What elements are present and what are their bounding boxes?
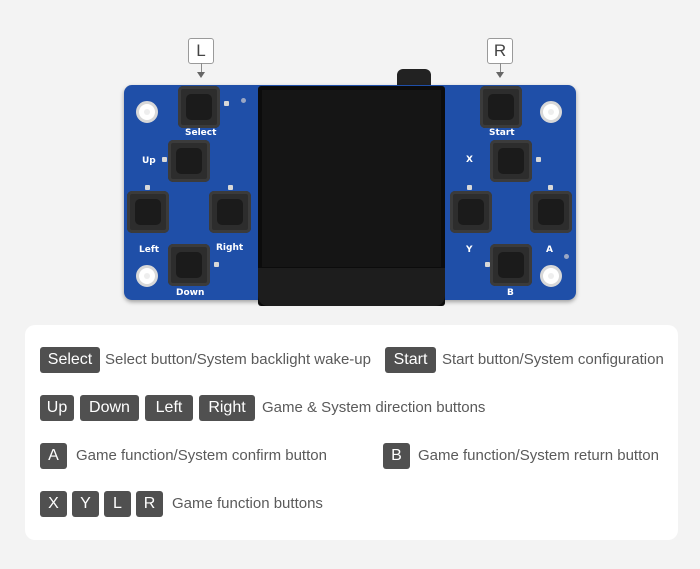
- button-pin: [214, 262, 219, 267]
- start-button: [480, 86, 522, 128]
- up-key-badge: Up: [40, 395, 74, 421]
- down-key-badge: Down: [80, 395, 139, 421]
- callout-r-line: [500, 63, 501, 73]
- button-pin: [224, 101, 229, 106]
- select-description: Select button/System backlight wake-up: [105, 351, 371, 368]
- callout-l: L: [188, 38, 214, 64]
- select-key-badge: Select: [40, 347, 100, 373]
- callout-r-arrow: [496, 72, 504, 78]
- start-key-badge: Start: [385, 347, 436, 373]
- start-description: Start button/System configuration: [442, 351, 664, 368]
- r-key-badge: R: [136, 491, 163, 517]
- function-description: Game function buttons: [172, 495, 323, 512]
- right-button: [209, 191, 251, 233]
- left-key-badge: Left: [145, 395, 193, 421]
- silk-down: Down: [176, 288, 205, 298]
- a-button: [530, 191, 572, 233]
- a-key-badge: A: [40, 443, 67, 469]
- silk-b: B: [507, 288, 514, 298]
- silk-x: X: [466, 155, 473, 165]
- b-key-badge: B: [383, 443, 410, 469]
- callout-r: R: [487, 38, 513, 64]
- button-pin: [548, 185, 553, 190]
- silk-select: Select: [185, 128, 217, 138]
- x-button: [490, 140, 532, 182]
- button-pin: [467, 185, 472, 190]
- b-button: [490, 244, 532, 286]
- right-key-badge: Right: [199, 395, 255, 421]
- y-button: [450, 191, 492, 233]
- b-description: Game function/System return button: [418, 447, 659, 464]
- board-led: [241, 98, 246, 103]
- button-pin: [228, 185, 233, 190]
- x-key-badge: X: [40, 491, 67, 517]
- lcd-flex-cable: [258, 268, 445, 306]
- button-pin: [162, 157, 167, 162]
- silk-right: Right: [216, 243, 244, 253]
- button-pin: [536, 157, 541, 162]
- button-pin: [485, 262, 490, 267]
- silk-a: A: [546, 245, 553, 255]
- direction-description: Game & System direction buttons: [262, 399, 486, 416]
- mount-hole-bl: [136, 265, 158, 287]
- select-button: [178, 86, 220, 128]
- lcd-screen: [262, 90, 441, 267]
- silk-up: Up: [142, 156, 156, 166]
- silk-start: Start: [489, 128, 515, 138]
- button-pin: [145, 185, 150, 190]
- a-description: Game function/System confirm button: [76, 447, 327, 464]
- silk-y: Y: [466, 245, 473, 255]
- audio-jack: [397, 69, 431, 87]
- callout-l-arrow: [197, 72, 205, 78]
- silk-left: Left: [139, 245, 160, 255]
- mount-hole-tr: [540, 101, 562, 123]
- callout-l-line: [201, 63, 202, 73]
- legend-card: [25, 325, 678, 540]
- down-button: [168, 244, 210, 286]
- mount-hole-tl: [136, 101, 158, 123]
- up-button: [168, 140, 210, 182]
- left-button: [127, 191, 169, 233]
- l-key-badge: L: [104, 491, 131, 517]
- mount-hole-br: [540, 265, 562, 287]
- board-led: [564, 254, 569, 259]
- y-key-badge: Y: [72, 491, 99, 517]
